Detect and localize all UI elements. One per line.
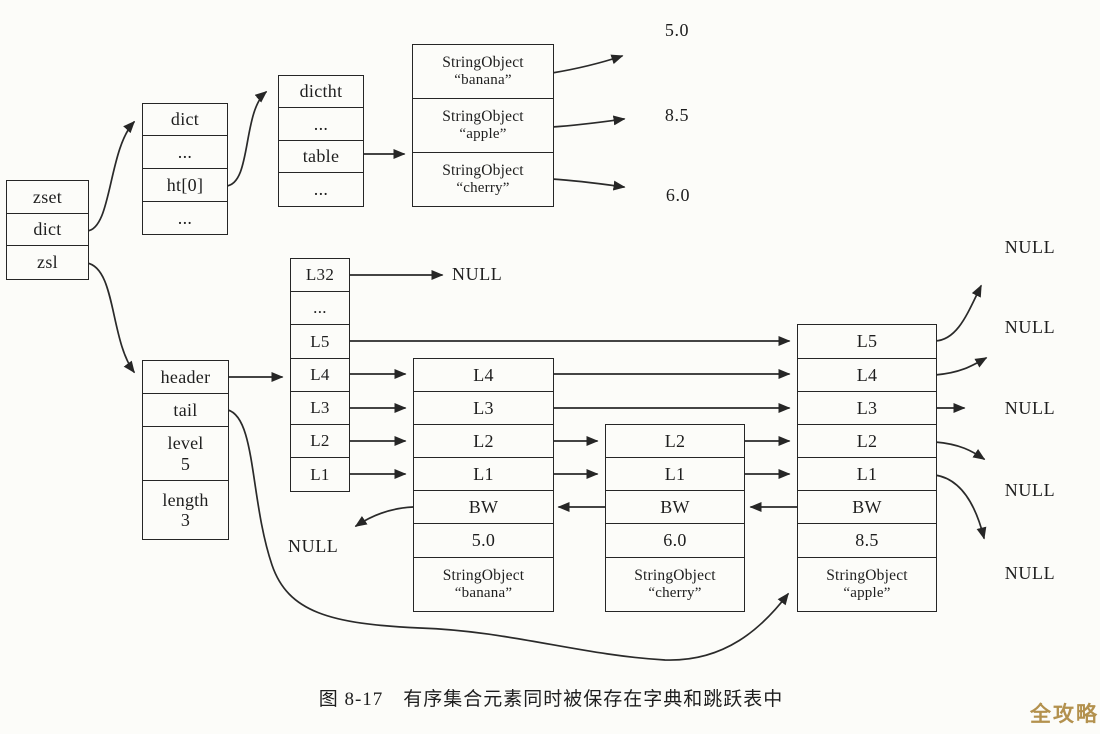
- cherry-l1: L1: [606, 458, 744, 491]
- apple-obj-value: “apple”: [843, 584, 891, 601]
- apple-obj: StringObject “apple”: [798, 558, 936, 611]
- arrow-zset-zsl-pointer: [86, 262, 135, 374]
- cherry-obj-value: “cherry”: [648, 584, 702, 601]
- bucket-cherry: StringObject “cherry”: [413, 153, 553, 206]
- banana-obj-type: StringObject: [442, 567, 525, 585]
- dictht-struct-box: dictht ... table ...: [278, 75, 364, 207]
- watermark-text: 全攻略: [1030, 703, 1099, 726]
- header-node-l2: L2: [291, 425, 349, 458]
- cherry-backward: BW: [606, 491, 744, 524]
- header-node-l32: L32: [291, 259, 349, 292]
- null-label-right-4: NULL: [1004, 480, 1056, 500]
- skiplist-node-banana: L4 L3 L2 L1 BW 5.0 StringObject “banana”: [413, 358, 554, 612]
- dict-struct-ellipsis-1: ...: [143, 136, 227, 169]
- score-apple-label: 8.5: [664, 105, 690, 125]
- arrow-tail-pointer: [227, 409, 789, 661]
- apple-backward: BW: [798, 491, 936, 524]
- null-label-right-3: NULL: [1004, 398, 1056, 418]
- figure-caption: 图 8-17 有序集合元素同时被保存在字典和跳跃表中: [318, 689, 784, 710]
- cherry-obj: StringObject “cherry”: [606, 558, 744, 611]
- bucket-cherry-value: “cherry”: [456, 179, 510, 196]
- arrow-banana-score: [551, 54, 624, 74]
- header-node-l5: L5: [291, 325, 349, 359]
- banana-l3: L3: [414, 392, 553, 425]
- arrow-cherry-score: [551, 178, 626, 191]
- arrow-banana-bw-null: [354, 506, 414, 527]
- arrow-zset-dict-pointer: [86, 120, 136, 232]
- apple-l4: L4: [798, 359, 936, 392]
- header-node-l3: L3: [291, 392, 349, 425]
- zskiplist-level-field: level 5: [143, 427, 228, 481]
- arrow-apple-l2-null: [934, 441, 986, 460]
- dictht-struct-table-field: table: [279, 141, 363, 173]
- arrow-apple-l1-null: [934, 474, 987, 540]
- header-node-l1: L1: [310, 464, 330, 484]
- zskiplist-tail-field: tail: [143, 394, 228, 427]
- apple-obj-type: StringObject: [826, 567, 908, 585]
- banana-l4: L4: [414, 359, 553, 392]
- banana-obj: StringObject “banana”: [414, 558, 553, 611]
- bucket-banana-type: StringObject: [442, 54, 524, 72]
- arrow-apple-l5-null: [934, 284, 982, 342]
- apple-score: 8.5: [798, 524, 936, 558]
- null-label-right-2: NULL: [1004, 317, 1056, 337]
- zskiplist-level-label: level: [167, 433, 204, 454]
- score-cherry-label: 6.0: [665, 185, 691, 205]
- dictht-struct-ellipsis-1: ...: [279, 108, 363, 141]
- dict-struct-ht0-field: ht[0]: [143, 169, 227, 202]
- skiplist-node-apple: L5 L4 L3 L2 L1 BW 8.5 StringObject “appl…: [797, 324, 937, 612]
- header-node-ellipsis: ...: [291, 292, 349, 325]
- null-label-right-1: NULL: [1004, 237, 1056, 257]
- arrow-apple-score: [551, 115, 626, 128]
- zset-struct-dict-field: dict: [7, 214, 88, 246]
- dict-struct-box: dict ... ht[0] ...: [142, 103, 228, 235]
- bucket-apple: StringObject “apple”: [413, 99, 553, 153]
- cherry-l2: L2: [606, 425, 744, 458]
- score-banana-label: 5.0: [664, 20, 690, 40]
- skiplist-header-node: L32 ... L5 L4 L3 L2 L1: [290, 258, 350, 492]
- apple-l3: L3: [798, 392, 936, 425]
- bucket-table-box: StringObject “banana” StringObject “appl…: [412, 44, 554, 207]
- zskiplist-length-label: length: [162, 489, 209, 510]
- null-label-backward: NULL: [288, 536, 339, 556]
- zset-struct-type: zset: [7, 181, 88, 214]
- cherry-score: 6.0: [606, 524, 744, 558]
- arrow-ht0-pointer: [225, 91, 268, 187]
- bucket-banana-value: “banana”: [454, 71, 512, 88]
- cherry-obj-type: StringObject: [634, 567, 716, 585]
- banana-backward: BW: [414, 491, 553, 524]
- apple-l5: L5: [798, 325, 936, 359]
- apple-l1: L1: [798, 458, 936, 491]
- null-label-right-5: NULL: [1004, 563, 1056, 583]
- skiplist-node-cherry: L2 L1 BW 6.0 StringObject “cherry”: [605, 424, 745, 612]
- bucket-banana: StringObject “banana”: [413, 45, 553, 99]
- zskiplist-level-value: 5: [180, 453, 191, 474]
- zskiplist-header-field: header: [143, 361, 228, 394]
- zskiplist-length-field: length 3: [143, 481, 228, 539]
- zskiplist-struct-box: header tail level 5 length 3: [142, 360, 229, 540]
- dictht-struct-ellipsis-2: ...: [313, 179, 329, 199]
- dictht-struct-type: dictht: [279, 76, 363, 108]
- arrow-apple-l4-null: [934, 357, 988, 376]
- dict-struct-ellipsis-2: ...: [177, 207, 193, 228]
- bucket-cherry-type: StringObject: [442, 162, 524, 180]
- banana-l2: L2: [414, 425, 553, 458]
- header-node-l4: L4: [291, 359, 349, 392]
- banana-obj-value: “banana”: [454, 584, 513, 601]
- banana-l1: L1: [414, 458, 553, 491]
- dict-struct-type: dict: [143, 104, 227, 136]
- null-label-l32: NULL: [452, 264, 503, 284]
- banana-score: 5.0: [414, 524, 553, 558]
- apple-l2: L2: [798, 425, 936, 458]
- bucket-apple-type: StringObject: [442, 108, 524, 126]
- bucket-apple-value: “apple”: [459, 125, 507, 142]
- zset-struct-box: zset dict zsl: [6, 180, 89, 280]
- zset-struct-zsl-field: zsl: [37, 252, 58, 272]
- zskiplist-length-value: 3: [180, 510, 191, 530]
